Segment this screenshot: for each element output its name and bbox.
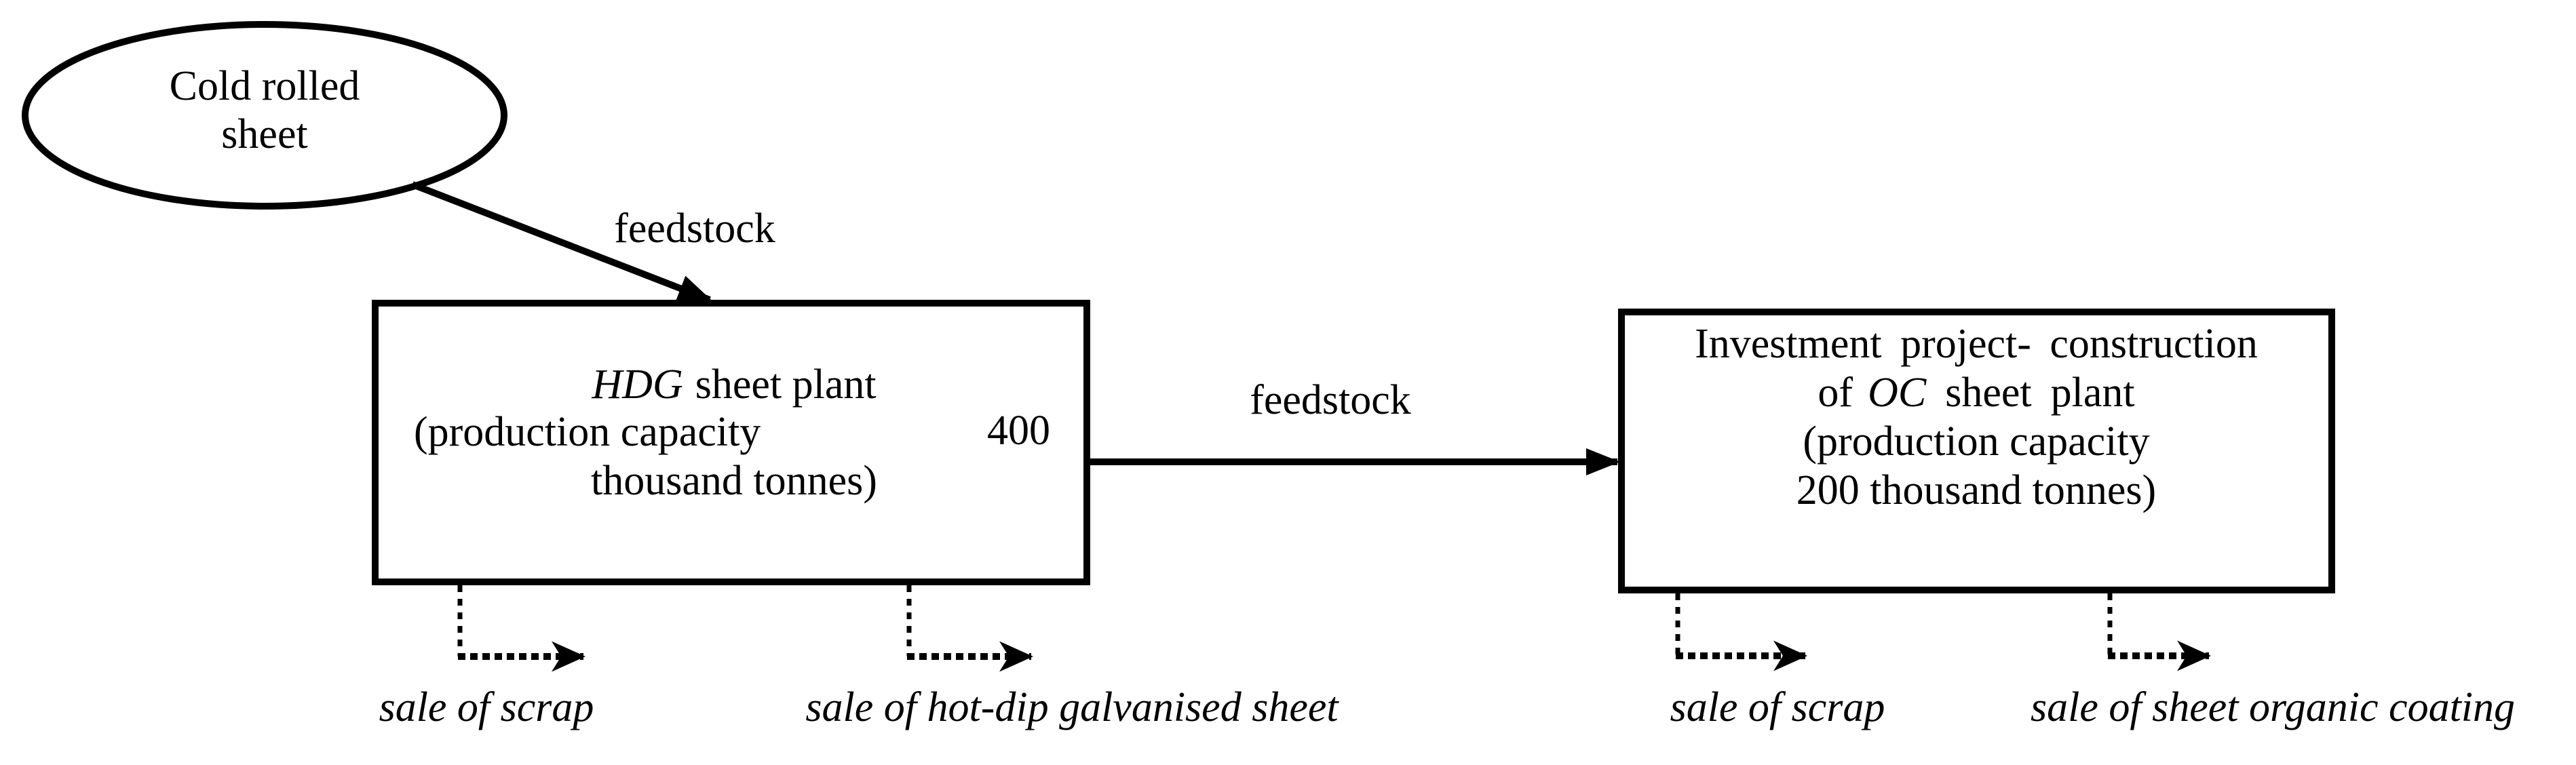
dashed-arrow-hdg-product: sale of hot-dip galvanised sheet bbox=[805, 585, 1339, 730]
cold-rolled-sheet-node: Cold rolled sheet bbox=[22, 21, 507, 210]
hdg-plant-title-rest: sheet plant bbox=[695, 361, 877, 408]
dashed-arrow-oc-scrap: sale of scrap bbox=[1670, 593, 1885, 730]
cold-rolled-sheet-label-line1: Cold rolled bbox=[170, 63, 360, 109]
dashed-arrow-hdg-scrap: sale of scrap bbox=[379, 585, 594, 730]
feedstock-arrow-1-line bbox=[411, 181, 712, 303]
cold-rolled-sheet-label-line2: sheet bbox=[221, 111, 307, 157]
hdg-plant-box bbox=[372, 300, 1090, 585]
hdg-plant-capacity-value: 400 bbox=[987, 408, 1050, 454]
hdg-plant-title-abbr: HDG bbox=[591, 361, 683, 408]
oc-plant-title-line2: of OC sheet plant bbox=[1818, 370, 2134, 416]
oc-plant-title-of: of bbox=[1818, 370, 1853, 416]
oc-plant-title-sheet: sheet bbox=[1945, 370, 2031, 416]
sale-of-galvanised-sheet-label: sale of hot-dip galvanised sheet bbox=[805, 684, 1339, 730]
hdg-plant-capacity-text: (production capacity bbox=[414, 409, 761, 455]
feedstock-label-2: feedstock bbox=[1250, 377, 1411, 423]
sale-of-scrap-label-oc: sale of scrap bbox=[1670, 684, 1885, 730]
sale-of-organic-coating-label: sale of sheet organic coating bbox=[2031, 684, 2515, 730]
hdg-plant-capacity-units: thousand tonnes) bbox=[591, 458, 877, 504]
oc-plant-node: Investment project- construction of OC she… bbox=[1618, 309, 2335, 593]
feedstock-label-1: feedstock bbox=[614, 205, 775, 252]
oc-plant-title-line1: Investment project- construction bbox=[1695, 321, 2258, 367]
oc-plant-box bbox=[1618, 309, 2335, 593]
sale-of-scrap-label-hdg: sale of scrap bbox=[379, 684, 594, 730]
dashed-arrow-oc-product: sale of sheet organic coating bbox=[2031, 593, 2515, 730]
oc-plant-title-plant: plant bbox=[2051, 370, 2135, 416]
hdg-plant-title: HDG sheet plant bbox=[591, 361, 876, 408]
oc-plant-capacity-units: 200 thousand tonnes) bbox=[1796, 467, 2156, 513]
oc-plant-title-abbr: OC bbox=[1868, 370, 1927, 416]
oc-plant-capacity-text: (production capacity bbox=[1803, 418, 2149, 465]
feedstock-arrow-hdg-to-oc: feedstock bbox=[1087, 377, 1621, 475]
feedstock-arrow-ellipse-to-hdg: feedstock bbox=[411, 181, 775, 303]
cold-rolled-sheet-ellipse bbox=[22, 21, 507, 210]
